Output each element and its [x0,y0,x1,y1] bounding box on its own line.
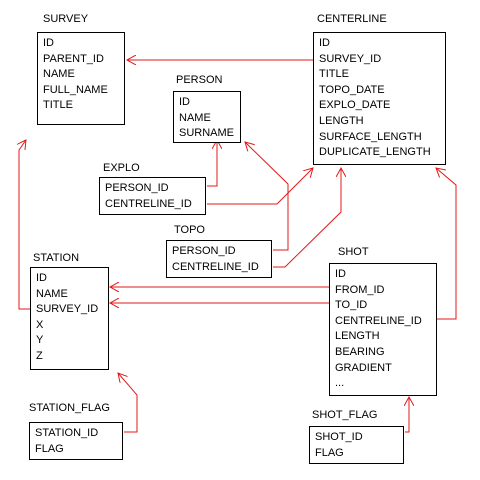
survey-field: ID [43,37,54,49]
station-field: X [36,318,44,331]
relation-explo-centerline [207,168,313,205]
person-table-title: PERSON [176,74,223,86]
shot-field: GRADIENT [335,361,392,374]
station-flag-table-title: STATION_FLAG [29,402,110,414]
relation-shotflag-shot [405,397,409,433]
survey-table-box: ID PARENT_ID NAME FULL_NAME TITLE [37,32,125,125]
topo-field: PERSON_ID [172,245,236,257]
person-field-list: ID NAME SURNAME [179,95,240,142]
survey-table-title: SURVEY [43,13,89,25]
relation-topo-centerline [273,168,341,268]
explo-table-box: PERSON_ID CENTRELINE_ID [99,177,206,215]
relation-explo-person [207,140,217,187]
relation-topo-person [245,142,289,251]
person-field: SURNAME [179,127,235,140]
station-field: SURVEY_ID [36,303,99,316]
station-field: NAME [36,287,68,300]
centerline-field-list: ID SURVEY_ID TITLE TOPO_DATE EXPLO_DATE … [319,36,445,161]
shot-flag-table-box: SHOT_ID FLAG [309,426,404,464]
survey-field: FULL_NAME [43,83,108,96]
centerline-field: TOPO_DATE [319,83,385,96]
survey-field: PARENT_ID [43,52,104,65]
station-flag-table-box: STATION_ID FLAG [29,422,123,460]
centerline-field: ID [319,37,330,49]
relation-shot-centerline [436,168,457,320]
station-field: ID [36,272,47,284]
shot-field: CENTRELINE_ID [335,314,422,327]
shot-flag-field: FLAG [315,446,344,459]
centerline-table-title: CENTERLINE [317,13,387,25]
survey-field: NAME [43,68,75,81]
person-table-box: ID NAME SURNAME [173,91,241,143]
station-table-title: STATION [33,252,80,264]
topo-table-box: PERSON_ID CENTRELINE_ID [166,240,272,278]
station-flag-field: FLAG [35,442,64,455]
survey-field: TITLE [43,99,73,112]
centerline-field: TITLE [319,68,349,81]
shot-flag-table-title: SHOT_FLAG [312,409,378,421]
topo-table-title: TOPO [174,224,205,236]
shot-field: TO_ID [335,299,368,312]
shot-field: ... [335,377,345,390]
centerline-field: SURVEY_ID [319,52,382,65]
station-flag-field: STATION_ID [35,427,99,439]
shot-field: LENGTH [335,330,380,343]
centerline-field: DUPLICATE_LENGTH [319,146,431,159]
topo-field: CENTRELINE_ID [172,260,259,273]
shot-field: ID [335,268,346,280]
explo-field-list: PERSON_ID CENTRELINE_ID [105,181,205,212]
shot-table-box: ID FROM_ID TO_ID CENTRELINE_ID LENGTH BE… [329,263,437,396]
station-flag-field-list: STATION_ID FLAG [35,426,122,457]
centerline-field: LENGTH [319,114,364,127]
survey-field-list: ID PARENT_ID NAME FULL_NAME TITLE [43,36,124,114]
shot-table-title: SHOT [338,246,369,258]
centerline-field: SURFACE_LENGTH [319,130,422,143]
station-field: Z [36,349,43,362]
station-field-list: ID NAME SURVEY_ID X Y Z [36,271,108,365]
shot-field: FROM_ID [335,283,385,296]
explo-field: CENTRELINE_ID [105,197,192,210]
explo-field: PERSON_ID [105,182,169,194]
station-table-box: ID NAME SURVEY_ID X Y Z [30,267,109,370]
shot-field-list: ID FROM_ID TO_ID CENTRELINE_ID LENGTH BE… [335,267,436,392]
shot-flag-field-list: SHOT_ID FLAG [315,430,403,461]
centerline-table-box: ID SURVEY_ID TITLE TOPO_DATE EXPLO_DATE … [313,32,446,165]
person-field: ID [179,96,190,108]
person-field: NAME [179,111,211,124]
shot-field: BEARING [335,345,385,358]
explo-table-title: EXPLO [103,162,140,174]
relation-stationflag-station [118,373,138,433]
station-field: Y [36,334,44,347]
relation-station-survey [19,140,30,310]
topo-field-list: PERSON_ID CENTRELINE_ID [172,244,271,275]
shot-flag-field: SHOT_ID [315,431,363,443]
centerline-field: EXPLO_DATE [319,99,391,112]
